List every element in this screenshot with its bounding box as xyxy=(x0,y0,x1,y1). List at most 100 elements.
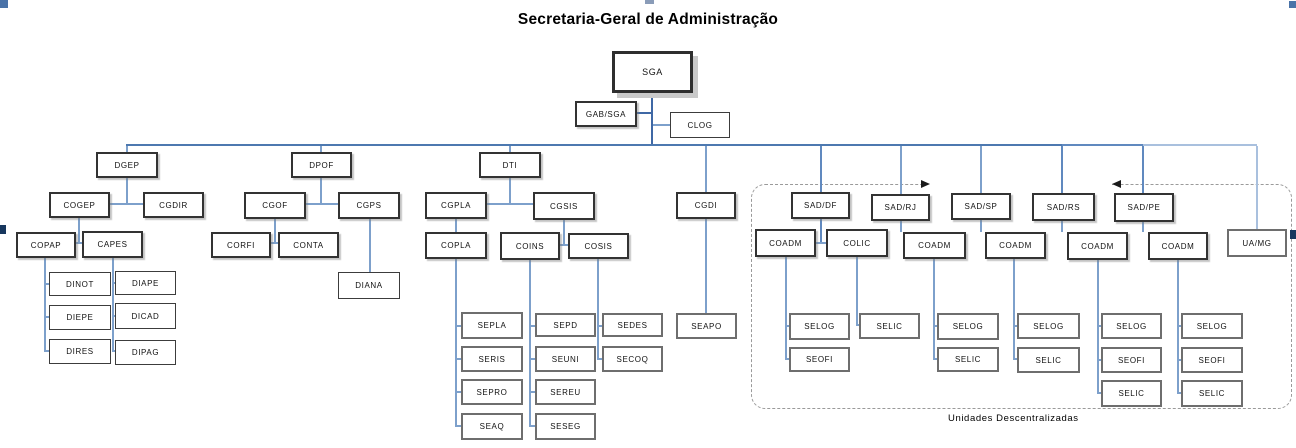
org-node-colic_df[interactable]: COLIC xyxy=(826,229,888,257)
org-node-selog_rj[interactable]: SELOG xyxy=(937,313,999,340)
connector-line xyxy=(1143,144,1257,146)
connector-line xyxy=(1142,146,1144,193)
org-node-corfi[interactable]: CORFI xyxy=(211,232,271,258)
org-node-coadm_df[interactable]: COADM xyxy=(755,229,816,257)
org-node-dires[interactable]: DIRES xyxy=(49,339,111,364)
org-node-sad_pe[interactable]: SAD/PE xyxy=(1114,193,1174,222)
connector-line xyxy=(933,358,938,360)
resize-handle[interactable] xyxy=(645,0,654,4)
org-node-cgdir[interactable]: CGDIR xyxy=(143,192,204,218)
org-node-cosis[interactable]: COSIS xyxy=(568,233,629,259)
org-node-sepla[interactable]: SEPLA xyxy=(461,312,523,339)
resize-handle[interactable] xyxy=(0,225,6,234)
org-node-sereu[interactable]: SEREU xyxy=(535,379,596,405)
org-node-selic_rs[interactable]: SELIC xyxy=(1101,380,1162,407)
resize-handle[interactable] xyxy=(1290,230,1296,239)
org-node-selic_rj[interactable]: SELIC xyxy=(937,347,999,372)
dashed-gap-cover xyxy=(930,182,1112,188)
connector-line xyxy=(1061,146,1063,193)
connector-line xyxy=(529,425,536,427)
connector-line xyxy=(597,358,603,360)
org-node-selic_df[interactable]: SELIC xyxy=(859,313,920,339)
connector-line xyxy=(112,315,116,317)
org-node-sad_sp[interactable]: SAD/SP xyxy=(951,193,1011,220)
org-node-gab_sga[interactable]: GAB/SGA xyxy=(575,101,637,127)
connector-line xyxy=(1061,221,1063,232)
org-node-selic_pe[interactable]: SELIC xyxy=(1181,380,1243,407)
org-node-copap[interactable]: COPAP xyxy=(16,232,76,258)
org-node-selog_rs[interactable]: SELOG xyxy=(1101,313,1162,339)
org-node-cgof[interactable]: CGOF xyxy=(244,192,306,219)
dashed-arrow-right-icon xyxy=(921,180,930,188)
org-node-seofi_pe[interactable]: SEOFI xyxy=(1181,347,1243,373)
org-node-secoq[interactable]: SECOQ xyxy=(602,346,663,372)
org-node-cgsis[interactable]: CGSIS xyxy=(533,192,595,220)
connector-line xyxy=(785,325,790,327)
connector-line xyxy=(320,146,322,152)
resize-handle[interactable] xyxy=(0,0,8,8)
org-node-coins[interactable]: COINS xyxy=(500,232,560,260)
org-node-selog_pe[interactable]: SELOG xyxy=(1181,313,1243,339)
org-node-seofi_df[interactable]: SEOFI xyxy=(789,347,850,372)
connector-line xyxy=(112,350,116,352)
org-node-cgps[interactable]: CGPS xyxy=(338,192,400,219)
org-node-seseg[interactable]: SESEG xyxy=(535,413,596,440)
connector-line xyxy=(112,258,114,352)
connector-line xyxy=(1097,325,1102,327)
connector-line xyxy=(455,259,457,427)
org-node-conta[interactable]: CONTA xyxy=(278,232,339,258)
org-node-dgep[interactable]: DGEP xyxy=(96,152,158,178)
org-node-cogep[interactable]: COGEP xyxy=(49,192,110,218)
org-node-capes[interactable]: CAPES xyxy=(82,231,143,258)
org-node-sga[interactable]: SGA xyxy=(612,51,693,93)
org-node-sepd[interactable]: SEPD xyxy=(535,313,596,337)
org-node-sad_rj[interactable]: SAD/RJ xyxy=(871,194,930,221)
connector-line xyxy=(820,146,822,192)
org-node-dpof[interactable]: DPOF xyxy=(291,152,352,178)
org-node-seuni[interactable]: SEUNI xyxy=(535,346,596,372)
org-node-coadm_rs[interactable]: COADM xyxy=(1067,232,1128,260)
org-node-selog_sp[interactable]: SELOG xyxy=(1017,313,1080,339)
org-node-sepro[interactable]: SEPRO xyxy=(461,379,523,405)
org-node-cgdi[interactable]: CGDI xyxy=(676,192,736,219)
resize-handle[interactable] xyxy=(1289,1,1296,8)
org-node-dti[interactable]: DTI xyxy=(479,152,541,178)
org-node-coadm_rj[interactable]: COADM xyxy=(903,232,966,259)
connector-line xyxy=(44,316,50,318)
dashed-arrow-left-icon xyxy=(1112,180,1121,188)
org-node-seofi_rs[interactable]: SEOFI xyxy=(1101,347,1162,373)
org-node-seapo[interactable]: SEAPO xyxy=(676,313,737,339)
connector-line xyxy=(1013,259,1015,359)
org-node-sedes[interactable]: SEDES xyxy=(602,313,663,337)
org-node-dipag[interactable]: DIPAG xyxy=(115,340,176,365)
connector-line xyxy=(705,146,707,192)
org-node-dinot[interactable]: DINOT xyxy=(49,272,111,296)
org-node-diana[interactable]: DIANA xyxy=(338,272,400,299)
org-node-coadm_sp[interactable]: COADM xyxy=(985,232,1046,259)
connector-line xyxy=(820,219,822,244)
org-node-coadm_pe[interactable]: COADM xyxy=(1148,232,1208,260)
org-node-selog_df[interactable]: SELOG xyxy=(789,313,850,340)
org-node-cgpla[interactable]: CGPLA xyxy=(425,192,487,219)
org-node-sad_df[interactable]: SAD/DF xyxy=(791,192,850,219)
org-node-copla[interactable]: COPLA xyxy=(425,232,487,259)
connector-line xyxy=(856,324,860,326)
connector-line xyxy=(900,221,902,232)
org-node-selic_sp[interactable]: SELIC xyxy=(1017,347,1080,373)
org-node-diepe[interactable]: DIEPE xyxy=(49,305,111,330)
org-node-seaq[interactable]: SEAQ xyxy=(461,413,523,440)
connector-line xyxy=(1097,359,1102,361)
org-node-dicad[interactable]: DICAD xyxy=(115,303,176,329)
org-node-seris[interactable]: SERIS xyxy=(461,346,523,372)
org-node-diape[interactable]: DIAPE xyxy=(115,271,176,295)
connector-line xyxy=(1177,392,1182,394)
connector-line xyxy=(529,391,536,393)
connector-line xyxy=(558,244,570,246)
connector-line xyxy=(369,219,371,272)
connector-line xyxy=(980,146,982,193)
org-node-sad_rs[interactable]: SAD/RS xyxy=(1032,193,1095,221)
org-node-clog[interactable]: CLOG xyxy=(670,112,730,138)
connector-line xyxy=(933,325,938,327)
org-node-ua_mg[interactable]: UA/MG xyxy=(1227,229,1287,257)
